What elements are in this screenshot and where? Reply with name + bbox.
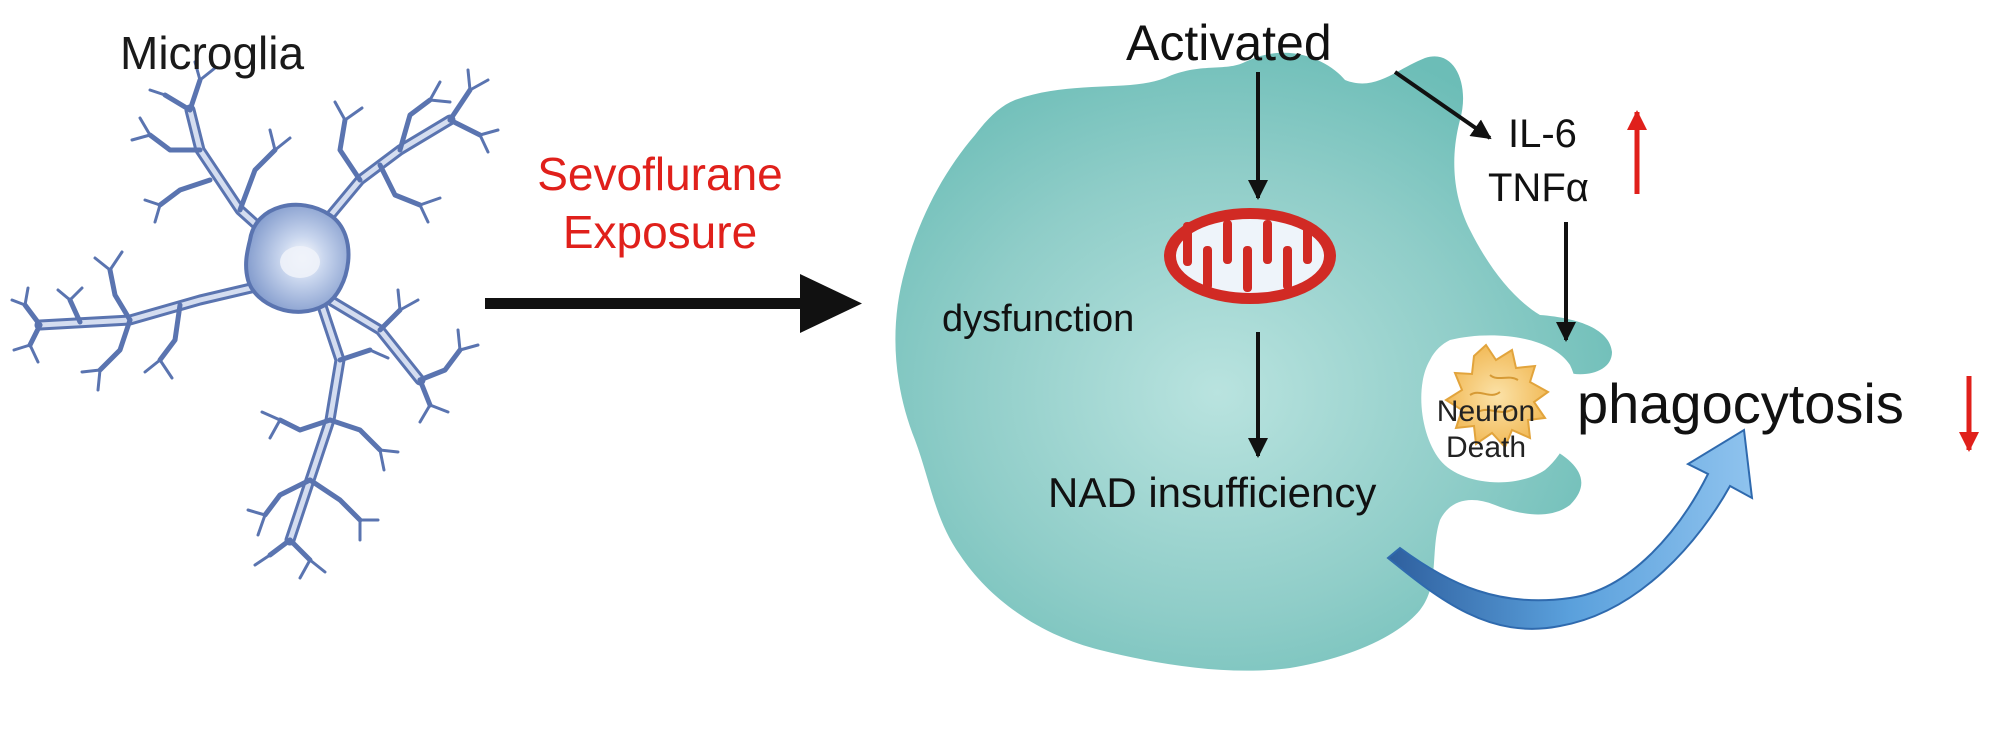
activated-microglia-cell	[895, 52, 1612, 671]
phagocytosis-label: phagocytosis	[1577, 372, 1904, 435]
sevoflurane-exposure-label: Sevoflurane Exposure	[500, 145, 820, 261]
sevoflurane-label-line2: Exposure	[562, 206, 758, 258]
neuron-death-label: Neuron Death	[1420, 394, 1552, 466]
activated-label: Activated	[1126, 15, 1332, 71]
microglia-illustration	[10, 60, 500, 580]
neuron-label-line2: Death	[1445, 431, 1527, 464]
arrow-activated-to-cytokines	[1393, 70, 1492, 140]
sevoflurane-label-line1: Sevoflurane	[537, 148, 783, 200]
phagocytosis-curved-arrow	[1386, 428, 1754, 630]
nad-insufficiency-label: NAD insufficiency	[1048, 469, 1377, 516]
mitochondrion	[1164, 208, 1336, 304]
neuron-label-line1: Neuron	[1436, 395, 1536, 428]
tnf-alpha-label: TNFα	[1488, 166, 1589, 210]
il6-label: IL-6	[1508, 112, 1577, 156]
microglia-soma	[244, 202, 351, 314]
microglia-label: Microglia	[120, 27, 305, 79]
dying-neuron	[1444, 343, 1550, 449]
dysfunction-label: dysfunction	[942, 298, 1135, 340]
exposure-arrow	[485, 274, 862, 333]
